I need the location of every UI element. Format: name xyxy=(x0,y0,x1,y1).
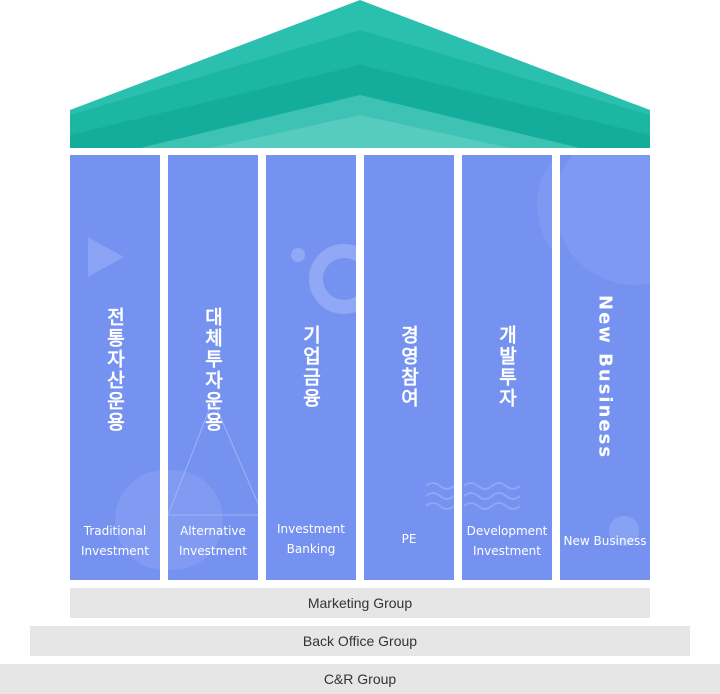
pillar-pe: 경영참여 PE xyxy=(364,155,454,580)
pillar-korean-label: New Business xyxy=(594,295,616,460)
pillar-english-label: New Business xyxy=(563,534,647,548)
marketing-group-band: Marketing Group xyxy=(70,588,650,618)
circle-decor-icon xyxy=(560,155,650,285)
back-office-group-band: Back Office Group xyxy=(30,626,690,656)
pillar-development-investment: 개발투자 Development Investment xyxy=(462,155,552,580)
pillar-investment-banking: 기업금융 Investment Banking xyxy=(266,155,356,580)
pillar-korean-label: 개발투자 xyxy=(495,325,518,409)
pillar-korean-label: 대체투자운용 xyxy=(201,307,224,433)
ring-decor-icon xyxy=(291,244,356,314)
cr-group-band: C&R Group xyxy=(0,664,720,694)
pillar-korean-label: 경영참여 xyxy=(397,325,420,409)
pillar-english-label: Development Investment xyxy=(466,524,548,558)
pillar-alternative-investment: 대체투자운용 Alternative Investment xyxy=(168,155,258,580)
pillar-english-label: Investment Banking xyxy=(277,522,345,556)
pillar-traditional-investment: 전통자산운용 Traditional Investment xyxy=(70,155,160,580)
pillar-english-label: Traditional Investment xyxy=(81,524,149,558)
pillar-new-business: New Business New Business xyxy=(560,155,650,580)
pillar-english-label: PE xyxy=(401,532,417,546)
wave-decor-icon xyxy=(425,482,454,510)
pillar-korean-label: 전통자산운용 xyxy=(103,307,126,433)
wave-decor-icon xyxy=(463,482,521,510)
pillar-korean-label: 기업금융 xyxy=(299,325,322,409)
pillar-english-label: Alternative Investment xyxy=(179,524,247,558)
roof xyxy=(70,0,650,148)
triangle-decor-icon xyxy=(88,237,124,277)
circle-decor-icon xyxy=(537,160,552,250)
